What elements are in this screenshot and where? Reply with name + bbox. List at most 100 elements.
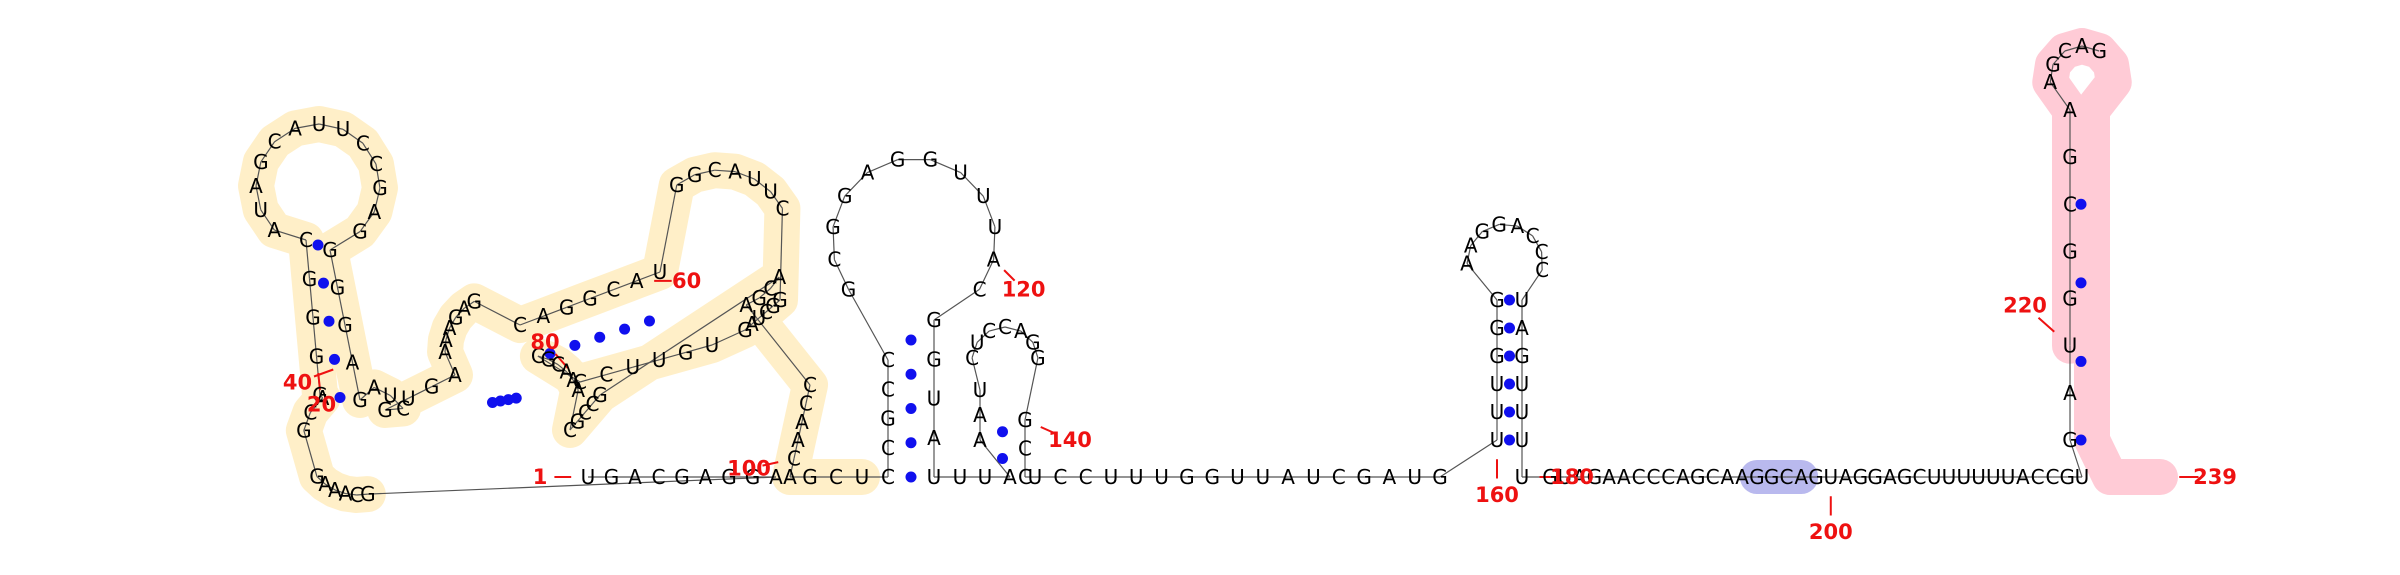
nucleotide: G bbox=[352, 388, 368, 412]
nucleotide: G bbox=[2062, 428, 2078, 452]
nucleotide: C bbox=[708, 158, 722, 182]
nucleotide: G bbox=[570, 409, 586, 433]
backbone-link bbox=[789, 458, 795, 478]
nucleotide: G bbox=[330, 276, 346, 300]
nucleotide: G bbox=[1432, 465, 1448, 489]
nucleotide: A bbox=[571, 378, 585, 402]
nucleotide: C bbox=[965, 346, 979, 370]
position-label-tick bbox=[762, 461, 779, 467]
nucleotide: G bbox=[745, 465, 761, 489]
backbone-link bbox=[694, 169, 715, 176]
nucleotide: U bbox=[978, 465, 993, 489]
nucleotide: G bbox=[1514, 344, 1530, 368]
backbone-link bbox=[1499, 223, 1518, 227]
position-label-tick bbox=[1040, 426, 1057, 435]
base-pair-dot bbox=[1504, 406, 1515, 418]
nucleotide: C bbox=[299, 228, 313, 252]
nucleotide: A bbox=[973, 428, 987, 452]
nucleotide: A bbox=[318, 472, 332, 496]
nucleotide: A bbox=[457, 296, 471, 320]
nucleotide: C bbox=[1706, 465, 1720, 489]
nucleotide: G bbox=[880, 407, 896, 431]
nucleotide: G bbox=[372, 176, 388, 200]
position-label: 40 bbox=[283, 371, 312, 395]
nucleotide: C bbox=[827, 248, 841, 272]
nucleotide: G bbox=[1491, 212, 1507, 236]
backbone-link bbox=[303, 430, 318, 477]
backbone-link bbox=[316, 476, 326, 485]
backbone-link bbox=[274, 127, 296, 143]
highlight-layer bbox=[238, 28, 2178, 513]
backbone-link bbox=[1470, 231, 1483, 246]
backbone-link bbox=[1032, 342, 1039, 359]
nucleotide: G bbox=[772, 288, 788, 312]
nucleotide: C bbox=[881, 377, 895, 401]
nucleotide: G bbox=[751, 286, 767, 310]
backbone-link bbox=[2049, 81, 2071, 111]
nucleotide: A bbox=[795, 410, 809, 434]
nucleotide: A bbox=[2063, 98, 2077, 122]
nucleotide: U bbox=[2001, 465, 2016, 489]
nucleotide: U bbox=[752, 306, 767, 330]
backbone-link bbox=[599, 276, 780, 396]
nucleotide: G bbox=[765, 294, 781, 318]
nucleotide: A bbox=[2075, 34, 2089, 58]
nucleotide: A bbox=[1883, 465, 1897, 489]
base-pair-dot bbox=[334, 392, 346, 403]
nucleotide: G bbox=[467, 289, 483, 313]
nucleotide: G bbox=[253, 150, 269, 174]
nucleotide: C bbox=[268, 130, 282, 154]
nucleotide: U bbox=[953, 465, 968, 489]
nucleotide: A bbox=[1383, 465, 1397, 489]
nucleotide: G bbox=[1808, 465, 1824, 489]
nucleotide: G bbox=[674, 465, 690, 489]
backbone-link bbox=[463, 300, 475, 309]
nucleotide: C bbox=[982, 319, 996, 343]
nucleotide: G bbox=[2062, 145, 2078, 169]
backbone-link bbox=[356, 493, 368, 496]
backbone-link bbox=[744, 323, 753, 331]
backbone-link bbox=[589, 289, 614, 300]
nucleotide: G bbox=[1356, 465, 1372, 489]
backbone-link bbox=[474, 300, 521, 326]
backbone-link bbox=[579, 374, 607, 383]
nucleotide: C bbox=[2058, 39, 2072, 63]
base-pair-dot bbox=[2075, 434, 2087, 446]
nucleotide: C bbox=[1018, 437, 1032, 461]
backbone-link bbox=[565, 371, 574, 381]
nucleotide: U bbox=[1104, 465, 1119, 489]
nucleotide: C bbox=[1018, 465, 1032, 489]
backbone-link bbox=[779, 208, 784, 301]
base-pair-dot bbox=[643, 315, 655, 327]
nucleotide: U bbox=[2063, 334, 2078, 358]
nucleotide: A bbox=[773, 265, 787, 289]
nucleotide: U bbox=[652, 348, 667, 372]
nucleotide: C bbox=[578, 401, 592, 425]
nucleotide: A bbox=[927, 426, 941, 450]
nucleotide: C bbox=[531, 344, 545, 368]
backbone-link bbox=[2052, 50, 2066, 65]
nucleotide: A bbox=[288, 116, 302, 140]
backbone-link bbox=[979, 439, 1011, 478]
nucleotide: A bbox=[339, 482, 353, 506]
base-pair-dot bbox=[905, 334, 917, 346]
backbone-link bbox=[758, 311, 767, 319]
backbone-link bbox=[359, 211, 375, 232]
nucleotide: A bbox=[566, 368, 580, 392]
backbone-link bbox=[1439, 439, 1498, 478]
nucleotide: A bbox=[628, 465, 642, 489]
nucleotide: G bbox=[1475, 220, 1491, 244]
backbone-link bbox=[408, 386, 432, 399]
nucleotide: G bbox=[1489, 344, 1505, 368]
nucleotide: U bbox=[1028, 465, 1043, 489]
base-pair-dot bbox=[312, 239, 324, 251]
nucleotide: C bbox=[350, 483, 364, 507]
nucleotide: G bbox=[424, 375, 440, 399]
nucleotide: G bbox=[592, 383, 608, 407]
nucleotide: C bbox=[998, 315, 1012, 339]
nucleotide: C bbox=[652, 465, 666, 489]
backbone-link bbox=[933, 288, 980, 321]
nucleotide: C bbox=[973, 277, 987, 301]
nucleotide: G bbox=[2059, 465, 2075, 489]
